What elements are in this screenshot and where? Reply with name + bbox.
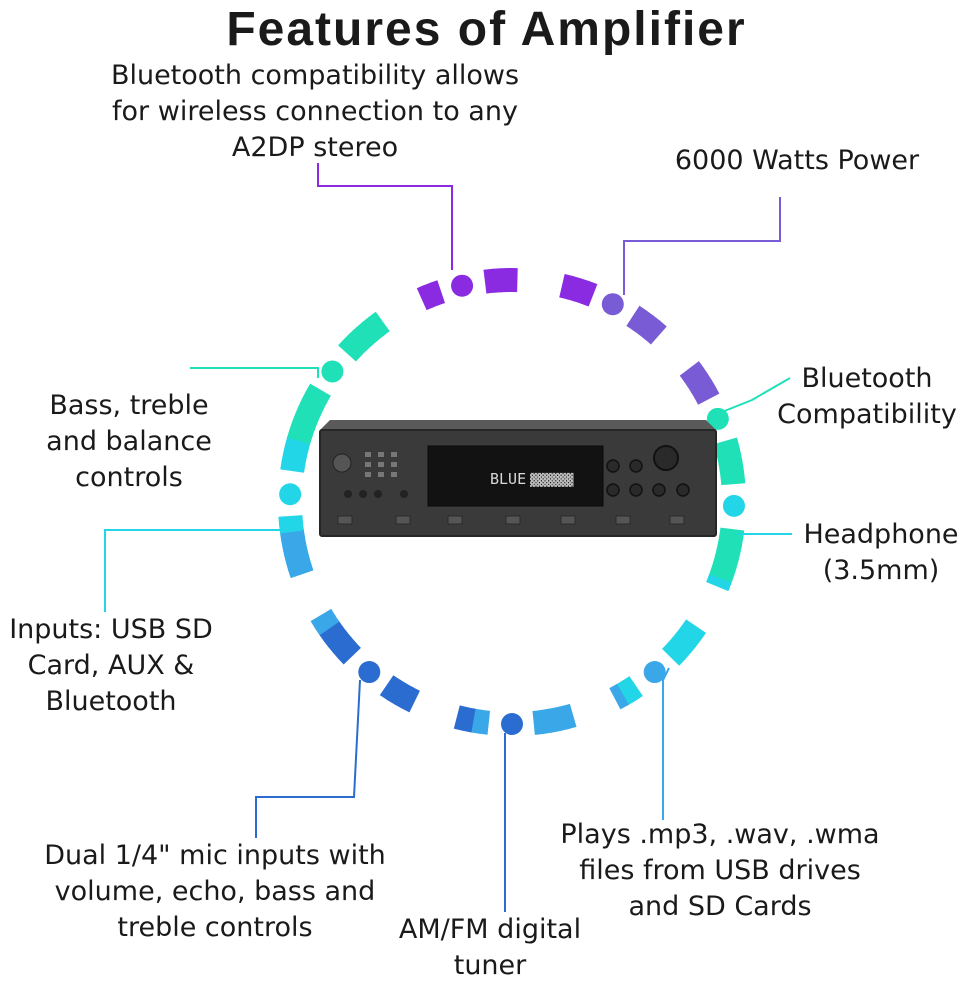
label-line: controls bbox=[75, 462, 183, 493]
ring-segment bbox=[379, 675, 401, 701]
ring-dot-power bbox=[601, 293, 624, 316]
label-line: Bluetooth compatibility allows bbox=[110, 60, 520, 91]
label-line: AM/FM digital bbox=[398, 914, 582, 945]
leader-line-mic-inputs bbox=[255, 679, 361, 838]
leader-line-bluetooth-compat bbox=[721, 377, 791, 413]
label-line: Card, AUX & bbox=[27, 650, 195, 681]
ring-dot-plays bbox=[643, 661, 666, 684]
label-line: and SD Cards bbox=[628, 891, 812, 922]
label-line: and balance bbox=[46, 426, 212, 457]
label-line: volume, echo, bass and bbox=[54, 876, 376, 907]
ring-dot-bass-treble bbox=[321, 360, 344, 383]
label-line: Plays .mp3, .wav, .wma bbox=[560, 819, 880, 850]
label-line: (3.5mm) bbox=[822, 555, 940, 586]
ring-dot-mic-inputs bbox=[358, 661, 381, 684]
ring-segment bbox=[310, 608, 336, 629]
label-line: files from USB drives bbox=[579, 855, 861, 886]
feature-label-bluetooth-a2dp: Bluetooth compatibility allows for wirel… bbox=[75, 58, 555, 166]
feature-label-inputs: Inputs: USB SD Card, AUX & Bluetooth bbox=[0, 612, 222, 720]
leader-line-bluetooth-a2dp bbox=[317, 163, 453, 270]
ring-segment bbox=[694, 385, 720, 405]
ring-segment bbox=[720, 474, 746, 486]
label-line: Bluetooth bbox=[801, 363, 933, 394]
ring-dot-headphone bbox=[722, 494, 745, 517]
amp-display-text: BLUE bbox=[490, 470, 526, 488]
feature-label-headphone: Headphone (3.5mm) bbox=[792, 517, 970, 589]
ring-dot-bluetooth-compat bbox=[706, 407, 729, 430]
label-line: for wireless connection to any bbox=[112, 96, 518, 127]
ring-dot-bluetooth-a2dp bbox=[451, 274, 474, 297]
leader-line-bass-treble bbox=[190, 367, 319, 378]
label-line: Headphone bbox=[803, 519, 959, 550]
amplifier-image: BLUE ▓▓▓▓▓▓ bbox=[319, 420, 717, 537]
leader-line-inputs bbox=[104, 529, 282, 612]
ring-dot-inputs bbox=[279, 483, 302, 506]
ring-segment bbox=[644, 320, 667, 345]
ring-segment bbox=[662, 642, 686, 666]
page-title: Features of Amplifier bbox=[226, 3, 747, 56]
ring-segment bbox=[305, 383, 331, 404]
ring-segment bbox=[609, 683, 629, 710]
leader-line-power bbox=[623, 197, 781, 295]
label-line: 6000 Watts Power bbox=[674, 145, 920, 176]
label-line: Bluetooth bbox=[45, 686, 177, 717]
feature-label-plays: Plays .mp3, .wav, .wma files from USB dr… bbox=[538, 817, 902, 925]
ring-segment bbox=[706, 574, 732, 592]
label-line: Inputs: USB SD bbox=[9, 614, 213, 645]
ring-segment bbox=[532, 709, 545, 735]
label-line: treble controls bbox=[117, 912, 313, 943]
ring-segments bbox=[278, 268, 746, 735]
ring-segment bbox=[429, 280, 446, 306]
feature-label-mic-inputs: Dual 1/4" mic inputs with volume, echo, … bbox=[25, 838, 405, 946]
label-line: tuner bbox=[453, 950, 527, 981]
leader-line-plays bbox=[662, 667, 670, 820]
ring-segment bbox=[367, 311, 390, 337]
label-line: Bass, treble bbox=[49, 390, 209, 421]
feature-label-tuner: AM/FM digital tuner bbox=[380, 912, 600, 984]
ring-segment bbox=[453, 705, 469, 731]
feature-label-bass-treble: Bass, treble and balance controls bbox=[18, 388, 240, 496]
ring-segment bbox=[580, 280, 598, 307]
ring-dots bbox=[279, 274, 745, 735]
leader-lines bbox=[104, 163, 792, 912]
ring-segment bbox=[278, 515, 304, 526]
label-line: A2DP stereo bbox=[231, 132, 399, 163]
amp-display-bars: ▓▓▓▓▓▓ bbox=[530, 472, 573, 487]
feature-label-bluetooth-compat: Bluetooth Compatibility bbox=[762, 361, 972, 433]
label-line: Compatibility bbox=[777, 399, 957, 430]
feature-label-power: 6000 Watts Power bbox=[652, 143, 942, 179]
label-line: Dual 1/4" mic inputs with bbox=[44, 840, 386, 871]
ring-dot-tuner bbox=[501, 713, 523, 735]
